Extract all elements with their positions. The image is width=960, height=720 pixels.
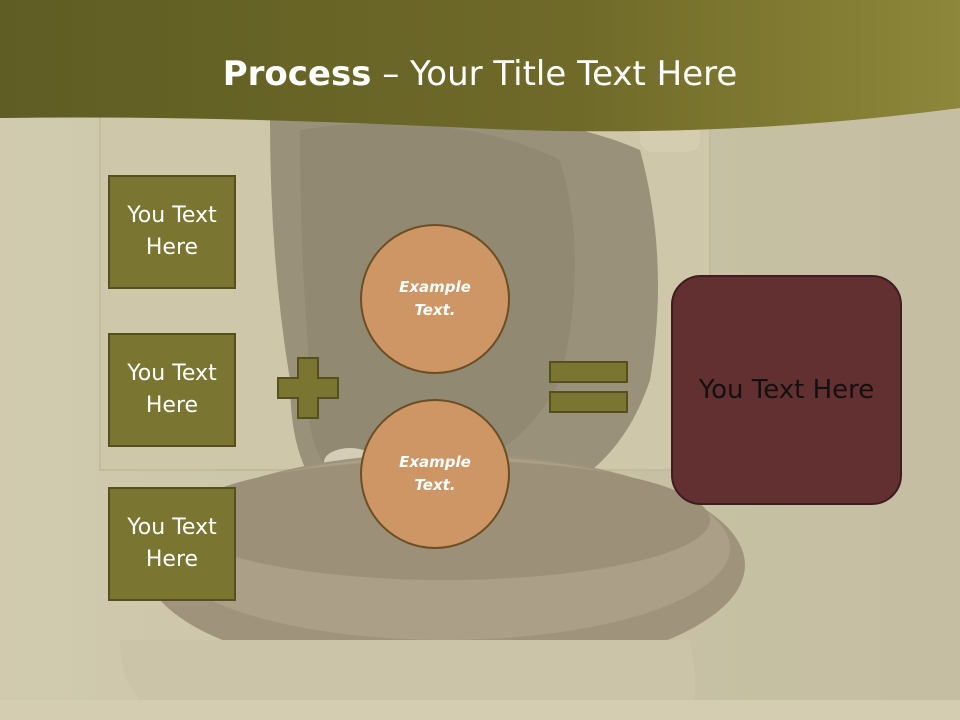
example-circle-2: Example Text. [360,399,510,549]
input-box-2-text: You Text Here [127,361,217,418]
title-bold: Process [222,54,372,94]
input-box-3-text: You Text Here [127,515,217,572]
result-box-text: You Text Here [698,375,875,405]
input-box-1-text: You Text Here [127,203,217,260]
plus-icon [277,357,339,419]
input-box-1: You Text Here [108,175,236,289]
example-circle-2-text: Example Text. [399,453,471,494]
result-box: You Text Here [671,275,902,505]
slide-title: Process – Your Title Text Here [0,52,960,96]
title-rest: – Your Title Text Here [371,54,738,94]
example-circle-1-text: Example Text. [399,278,471,319]
equals-icon [549,361,628,413]
example-circle-1: Example Text. [360,224,510,374]
input-box-3: You Text Here [108,487,236,601]
input-box-2: You Text Here [108,333,236,447]
